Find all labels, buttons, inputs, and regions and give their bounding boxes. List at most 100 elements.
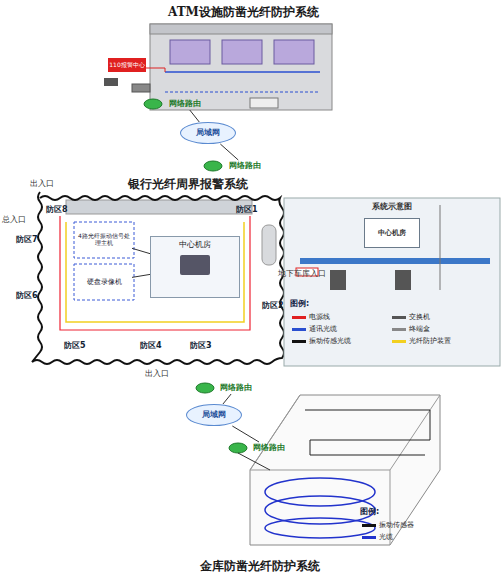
atm-box [222, 40, 262, 64]
legend-text: 振动传感光缆 [309, 336, 351, 346]
floor-coil [265, 478, 375, 506]
node-box: 局域网 [180, 122, 236, 144]
floor-coil [265, 496, 375, 524]
connector [232, 426, 259, 442]
node-box: 系统示意图中心机房 [286, 200, 498, 294]
connector [223, 394, 231, 404]
node-box: 局域网 [186, 404, 242, 426]
label-text: 防区8 [46, 204, 68, 215]
router-icon [144, 99, 162, 109]
legend-row: 振动传感光缆 [292, 336, 351, 346]
node-box: 网络路由 [224, 160, 266, 172]
node-text: 硬盘录像机 [87, 278, 122, 286]
legend-row: 光纤防护装置 [392, 336, 451, 346]
atm-box [274, 40, 314, 64]
sensing-cable [32, 192, 284, 364]
label-text: 防区4 [140, 340, 162, 351]
legend-swatch [392, 328, 406, 331]
fiber-line [165, 71, 320, 73]
atm-building [150, 24, 332, 110]
node-text: 4路光纤振动信号处理主机 [76, 233, 132, 247]
node-box: 网络路由 [164, 98, 206, 110]
legend-text: 交换机 [409, 312, 430, 322]
floor-coil [265, 518, 375, 538]
node-text: 网络路由 [169, 99, 201, 108]
power-line [60, 216, 250, 330]
node-text: 中心机房 [378, 229, 406, 237]
node-box: 中心机房 [364, 218, 420, 248]
legend-swatch [292, 316, 306, 319]
label-text: 总入口 [2, 214, 26, 225]
phone-icon [104, 78, 118, 86]
node-text: 系统示意图 [372, 202, 412, 211]
device-icon [330, 270, 346, 290]
vault-edge [250, 395, 440, 545]
legend-swatch [392, 316, 406, 319]
bank-building [66, 200, 252, 214]
node-box: 4路光纤振动信号处理主机 [76, 224, 132, 256]
node-text: 110报警中心 [109, 62, 144, 69]
node-text: 中心机房 [179, 240, 211, 249]
legend-text: 通讯光缆 [309, 324, 337, 334]
label-text: 出入口 [145, 368, 169, 379]
node-text: 网络路由 [253, 443, 285, 452]
comm-fiber [66, 222, 244, 322]
backbone-bar [300, 258, 490, 264]
legend-swatch [362, 536, 376, 539]
node-text: 网络路由 [229, 161, 261, 170]
legend-row: 通讯光缆 [292, 324, 337, 334]
connector [220, 144, 238, 160]
legend-row: 交换机 [392, 312, 430, 322]
dashed-group [74, 264, 134, 300]
host-icon [132, 84, 150, 92]
fiber-line [165, 92, 320, 93]
label-text: 防区1 [236, 204, 258, 215]
wire [238, 453, 270, 470]
legend-text: 光纤防护装置 [409, 336, 451, 346]
connector [190, 110, 200, 122]
node-box: 硬盘录像机 [76, 268, 132, 296]
legend-swatch [292, 340, 306, 343]
alarm-wire [146, 68, 165, 72]
label-text: 防区7 [16, 234, 38, 245]
building-roof [150, 24, 332, 34]
node-box: 网络路由 [215, 382, 257, 394]
title: ATM设施防凿光纤防护系统 [168, 4, 319, 21]
legend-row: 光缆 [362, 532, 393, 542]
legend-text: 光缆 [379, 532, 393, 542]
label-text: 地下车库入口 [278, 268, 326, 279]
node-text: 局域网 [202, 410, 226, 419]
wall-cable [305, 410, 430, 455]
legend-swatch [392, 340, 406, 343]
label-text: 银行光纤周界报警系统 [128, 176, 248, 193]
device-icon [395, 270, 411, 290]
vault-box [250, 395, 440, 545]
legend-swatch [362, 524, 376, 527]
label-text: 防区2 [262, 300, 284, 311]
node-text: 局域网 [196, 128, 220, 137]
system-panel [284, 198, 500, 366]
computer-icon [180, 255, 210, 275]
legend-text: 电源线 [309, 312, 330, 322]
label-text: 防区5 [64, 340, 86, 351]
label-text: 图例: [290, 298, 309, 309]
router-icon [229, 443, 247, 453]
router-icon [196, 383, 214, 393]
node-text: 网络路由 [220, 383, 252, 392]
caption: 金库防凿光纤防护系统 [200, 558, 320, 575]
legend-row: 终端盒 [392, 324, 430, 334]
terminal-box [250, 98, 278, 108]
garage-ramp [262, 225, 276, 265]
router-icon [204, 161, 222, 171]
legend-swatch [292, 328, 306, 331]
label-text: 图例: [360, 506, 379, 517]
legend-row: 电源线 [292, 312, 330, 322]
label-text: 防区6 [16, 290, 38, 301]
legend-row: 振动传感器 [362, 520, 414, 530]
connector [132, 274, 150, 277]
label-text: 防区3 [190, 340, 212, 351]
legend-text: 终端盒 [409, 324, 430, 334]
